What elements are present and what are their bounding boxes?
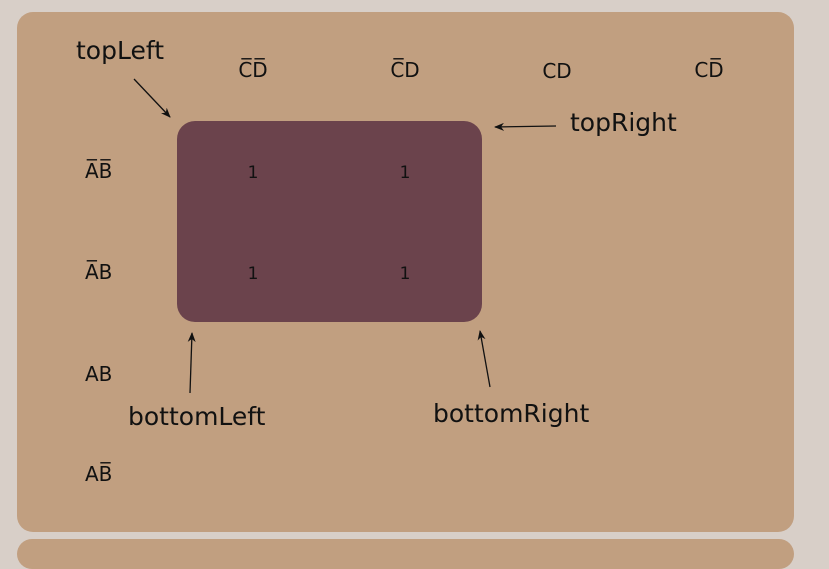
annotation-top-right: topRight xyxy=(570,108,677,137)
row-header-2: AB xyxy=(85,362,113,386)
next-panel-edge xyxy=(17,539,794,569)
column-header-0: C̅D̅ xyxy=(238,58,268,82)
annotation-bottom-left: bottomLeft xyxy=(128,402,266,431)
annotation-top-left: topLeft xyxy=(76,36,165,65)
grouped-cells-highlight xyxy=(177,121,482,322)
cell-r1-c1: 1 xyxy=(399,264,411,284)
cell-r0-c1: 1 xyxy=(399,163,411,183)
column-header-2: CD xyxy=(542,59,572,83)
column-header-3: CD̅ xyxy=(694,58,724,82)
cell-r1-c0: 1 xyxy=(247,264,259,284)
row-header-3: AB̅ xyxy=(85,462,113,486)
row-header-0: A̅B̅ xyxy=(85,159,113,183)
column-header-1: C̅D xyxy=(390,58,420,82)
annotation-bottom-right: bottomRight xyxy=(433,399,590,428)
row-header-1: A̅B xyxy=(85,260,113,284)
cell-r0-c0: 1 xyxy=(247,163,259,183)
